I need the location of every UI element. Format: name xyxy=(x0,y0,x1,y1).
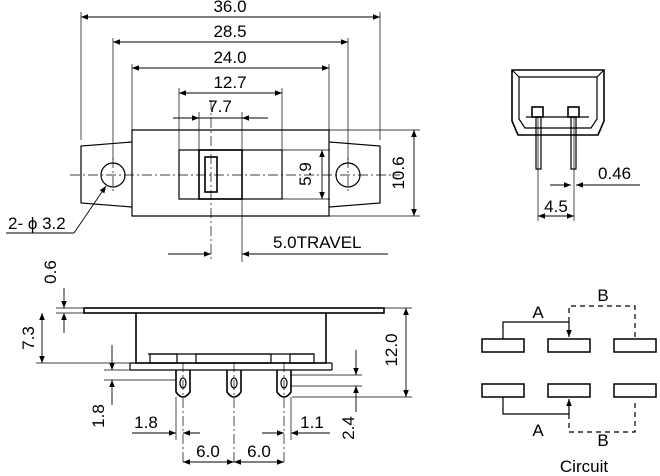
mounting-plate xyxy=(83,307,385,314)
label-pin-spacing: 4.5 xyxy=(544,197,568,216)
dim-pin-offset-right: 1.1 xyxy=(262,397,330,440)
end-view: 0.46 4.5 xyxy=(511,69,640,221)
circuit-pad-top-2 xyxy=(547,338,591,353)
dim-pin-offset-left: 1.8 xyxy=(89,345,176,428)
flange-outline xyxy=(80,129,381,217)
label-hole-pitch: 28.5 xyxy=(213,22,246,41)
circuit-pad-top-1 xyxy=(481,338,525,353)
label-overall-length: 36.0 xyxy=(213,0,246,16)
circuit-label-b-top: B xyxy=(597,286,608,305)
circuit-label-a-top: A xyxy=(532,303,544,322)
dim-overall-length: 36.0 xyxy=(80,0,381,140)
dim-actuator-width: 7.7 xyxy=(173,97,268,150)
dim-flange-height: 10.6 xyxy=(329,129,420,217)
label-flange-height: 10.6 xyxy=(389,156,408,189)
dim-housing-depth: 7.3 xyxy=(19,313,136,364)
actuator-knob xyxy=(198,149,243,200)
label-pin-offset-right: 1.1 xyxy=(300,413,324,432)
dim-slot-length: 12.7 xyxy=(178,73,283,150)
top-view: 36.0 28.5 24.0 12.7 xyxy=(6,0,420,262)
dim-housing-height: 5.9 xyxy=(282,149,330,200)
label-pin-offset-left: 1.8 xyxy=(89,404,108,428)
circuit-pad-bottom-3 xyxy=(613,383,657,398)
label-housing-height: 5.9 xyxy=(296,162,315,186)
label-pin-pitch-left: 6.0 xyxy=(196,442,220,461)
dim-pin-length: 2.4 xyxy=(290,350,362,440)
circuit-label-b-bottom: B xyxy=(597,431,608,450)
label-pin-thickness: 0.46 xyxy=(598,164,631,183)
dim-overall-height: 12.0 xyxy=(292,307,412,398)
end-contact-left xyxy=(531,106,544,118)
dim-mount-holes: 2- ϕ 3.2 xyxy=(6,185,107,234)
circuit-diagram: A B A B Circuit xyxy=(481,286,657,476)
slide-slot xyxy=(178,149,283,200)
dim-housing-length: 24.0 xyxy=(131,48,330,130)
end-pin-right xyxy=(570,116,577,170)
dim-hole-pitch: 28.5 xyxy=(112,22,349,160)
circuit-pad-bottom-1 xyxy=(481,383,525,398)
dim-pin-spacing: 4.5 xyxy=(538,197,574,219)
label-pin-offset-left-h: 1.8 xyxy=(134,413,158,432)
end-frame xyxy=(511,69,605,136)
dim-pin-offset-left-h: 1.8 xyxy=(132,397,200,440)
label-plate-thickness: 0.6 xyxy=(41,260,60,284)
housing-body xyxy=(135,313,327,364)
circuit-label-a-bottom: A xyxy=(532,421,544,440)
circuit-pad-bottom-2 xyxy=(547,383,591,398)
dim-pin-thickness: 0.46 xyxy=(550,164,640,188)
label-actuator-width: 7.7 xyxy=(208,97,232,116)
circuit-pad-top-3 xyxy=(613,338,657,353)
end-contact-right xyxy=(567,106,580,118)
label-housing-length: 24.0 xyxy=(213,48,246,67)
label-pin-pitch-right: 6.0 xyxy=(247,442,271,461)
circuit-title: Circuit xyxy=(560,457,608,476)
front-view: 0.6 7.3 12.0 1.8 2.4 xyxy=(19,260,412,465)
dim-plate-thickness: 0.6 xyxy=(41,260,84,333)
dim-travel: 5.0TRAVEL xyxy=(168,233,388,257)
label-mount-holes: 2- ϕ 3.2 xyxy=(8,214,66,233)
label-housing-depth: 7.3 xyxy=(19,326,38,350)
label-overall-height: 12.0 xyxy=(382,333,401,366)
label-pin-length: 2.4 xyxy=(339,416,358,440)
dim-pin-pitch: 6.0 6.0 xyxy=(183,442,284,465)
label-travel: 5.0TRAVEL xyxy=(273,233,362,252)
end-pin-left xyxy=(535,116,542,170)
label-slot-length: 12.7 xyxy=(213,73,246,92)
